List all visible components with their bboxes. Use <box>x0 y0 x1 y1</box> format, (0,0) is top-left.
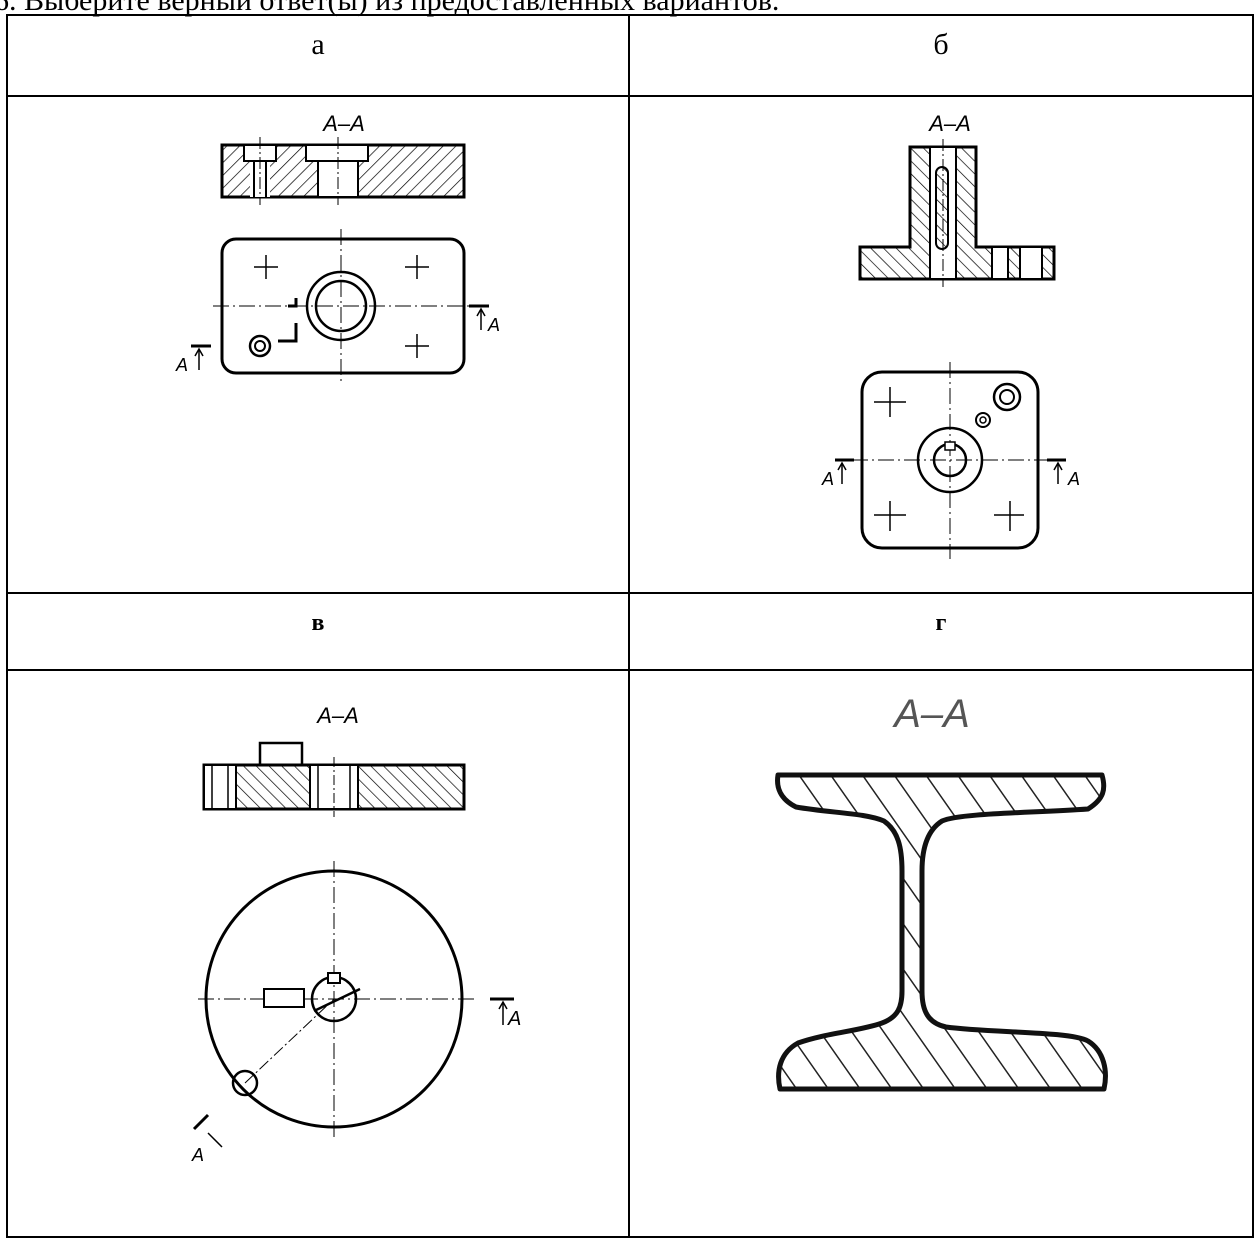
option-b-header: б <box>628 14 1254 97</box>
option-b-drawing-cell[interactable]: A–A <box>628 95 1254 594</box>
option-a-header: а <box>6 14 630 97</box>
option-v-arrow-right: A <box>507 1008 521 1030</box>
option-b-arrow-right: A <box>1067 469 1080 489</box>
option-v-header: в <box>6 592 630 671</box>
option-b-label: б <box>933 28 949 61</box>
option-v-drawing-cell[interactable]: A–A <box>6 669 630 1238</box>
option-g-drawing-cell[interactable]: A–A <box>628 669 1254 1238</box>
question-text: 6. Выберите верный ответ(ы) из предостав… <box>0 0 780 17</box>
option-a-label: а <box>311 28 325 61</box>
option-v-arrow-left: A <box>191 1145 204 1165</box>
option-v-section-title: A–A <box>315 703 359 728</box>
option-v-drawing: A–A <box>191 703 521 1165</box>
option-a-drawing: A–A <box>175 111 500 383</box>
options-table: а б A–A <box>6 14 1254 1238</box>
option-b-drawing: A–A <box>821 111 1080 559</box>
option-a-arrow-left: A <box>175 355 188 375</box>
option-b-arrow-left: A <box>821 469 834 489</box>
option-g-header: г <box>628 592 1254 671</box>
option-a-arrow-right: A <box>487 315 500 335</box>
option-g-label: г <box>935 610 947 636</box>
option-a-section-title: A–A <box>321 111 365 136</box>
option-a-drawing-cell[interactable]: A–A <box>6 95 630 594</box>
option-v-label: в <box>311 610 325 636</box>
option-g-drawing: A–A <box>775 692 1108 1092</box>
option-b-section-title: A–A <box>927 111 971 136</box>
i-beam-section <box>775 772 1108 1092</box>
option-g-section-title: A–A <box>892 692 970 736</box>
